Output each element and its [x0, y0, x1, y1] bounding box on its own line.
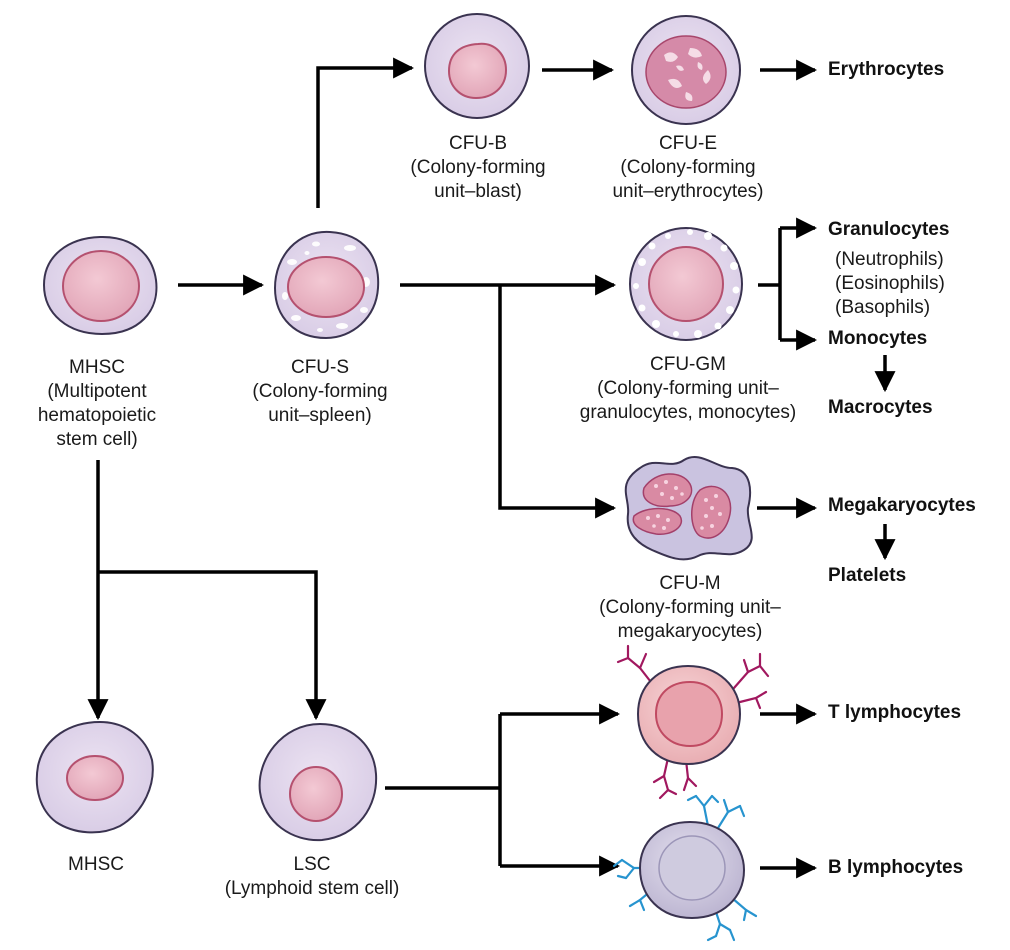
cfue-desc-line1: (Colony-forming [620, 157, 756, 178]
cfum-cell [624, 456, 753, 561]
cfugm-cell [629, 227, 743, 341]
cfum-label: CFU-M (Colony-forming unit– megakaryocyt… [599, 572, 781, 644]
lsc-desc-line1: (Lymphoid stem cell) [224, 878, 400, 899]
cfugm-desc-line1: (Colony-forming unit– [597, 378, 779, 399]
b-cell [612, 794, 758, 942]
cfub-label: CFU-B (Colony-forming unit–blast) [410, 132, 545, 204]
cfue-cell [631, 15, 741, 125]
b-cell-nucleus [658, 835, 726, 901]
cfugm-desc-line2: granulocytes, monocytes) [579, 402, 797, 423]
cfub-name: CFU-B [448, 133, 508, 154]
output-eosinophils: (Eosinophils) [835, 273, 945, 294]
cfugm-nucleus [648, 246, 724, 322]
output-megakaryocytes: Megakaryocytes [828, 495, 976, 516]
cfum-dots [646, 480, 722, 530]
mhsc-cell [42, 235, 158, 336]
mhsc-nucleus [62, 250, 140, 322]
cfus-granules [282, 241, 370, 332]
lsc-cell [258, 722, 378, 842]
mhsc-desc-line3: stem cell) [56, 429, 138, 450]
cfum-desc-line1: (Colony-forming unit– [599, 597, 781, 618]
output-t-lymphocytes: T lymphocytes [828, 702, 962, 723]
mhsc-desc-line1: (Multipotent [47, 381, 147, 402]
cfub-nucleus [447, 42, 508, 100]
cfue-name: CFU-E [658, 133, 718, 154]
cfus-nucleus [287, 256, 365, 318]
mhsc2-cell [35, 720, 154, 834]
cfum-nuclei [632, 473, 732, 539]
cfus-desc-line1: (Colony-forming [252, 381, 388, 402]
output-erythrocytes: Erythrocytes [828, 59, 945, 80]
lsc-name: LSC [293, 854, 331, 875]
arrow-cfus-to-cfub [316, 57, 415, 208]
cfus-label: CFU-S (Colony-forming unit–spleen) [252, 356, 387, 428]
cfum-desc-line2: megakaryocytes) [617, 621, 763, 642]
cfub-desc-line1: (Colony-forming [410, 157, 546, 178]
t-cell-nucleus [654, 680, 724, 748]
mhsc2-nucleus [66, 755, 124, 801]
mhsc2-label: MHSC [68, 853, 124, 877]
cfugm-name: CFU-GM [650, 354, 726, 375]
cfue-desc-line2: unit–erythrocytes) [612, 181, 764, 202]
output-neutrophils: (Neutrophils) [835, 249, 944, 270]
cfub-desc-line2: unit–blast) [434, 181, 522, 202]
cfum-name: CFU-M [659, 573, 721, 594]
cfus-cell [273, 230, 380, 340]
output-macrocytes: Macrocytes [828, 397, 933, 418]
output-b-lymphocytes: B lymphocytes [828, 857, 964, 878]
cfugm-granules [633, 229, 740, 338]
arrow-mhsc-to-lsc [98, 570, 327, 721]
cfue-label: CFU-E (Colony-forming unit–erythrocytes) [612, 132, 763, 204]
cfub-cell [424, 13, 530, 119]
mhsc-label: MHSC (Multipotent hematopoietic stem cel… [38, 356, 156, 452]
connector-arrows [87, 57, 896, 879]
mhsc2-name: MHSC [68, 854, 124, 875]
arrow-cfus-to-cfum [498, 285, 617, 519]
output-granulocytes: Granulocytes [828, 219, 950, 240]
output-monocytes: Monocytes [828, 328, 928, 349]
output-basophils: (Basophils) [835, 297, 931, 318]
t-cell-receptors [616, 644, 770, 800]
cfus-desc-line2: unit–spleen) [268, 405, 372, 426]
cfue-chromatin [664, 48, 711, 101]
lsc-label: LSC (Lymphoid stem cell) [225, 853, 400, 901]
mhsc-name: MHSC [69, 357, 125, 378]
cfugm-label: CFU-GM (Colony-forming unit– granulocyte… [580, 353, 797, 425]
cfus-name: CFU-S [290, 357, 350, 378]
output-platelets: Platelets [828, 565, 907, 586]
b-cell-receptors [612, 794, 758, 942]
t-cell [616, 644, 770, 800]
lsc-nucleus [289, 766, 343, 822]
mhsc-desc-line2: hematopoietic [37, 405, 157, 426]
